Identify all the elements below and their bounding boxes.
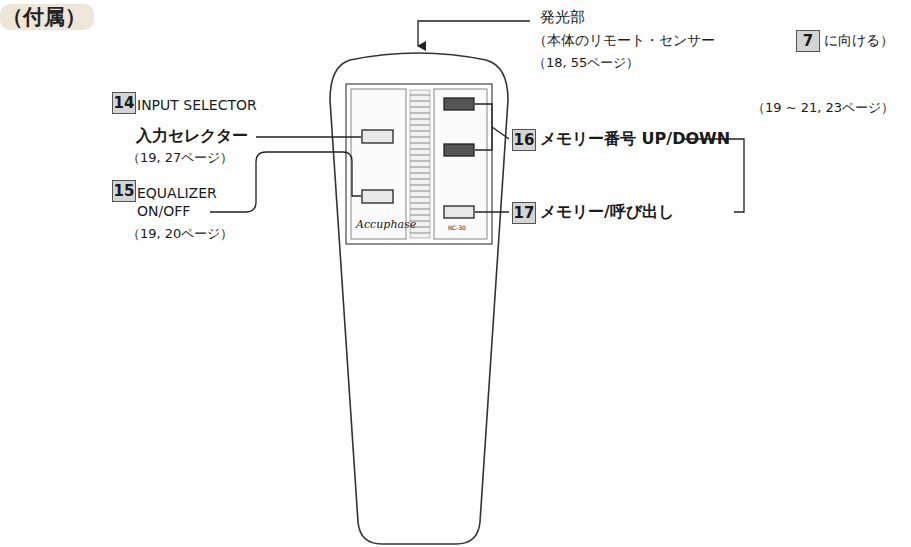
part-label: EQUALIZER — [137, 185, 217, 201]
callout-number: 14 — [112, 92, 136, 114]
part-label: INPUT SELECTOR — [137, 97, 257, 113]
callout-number: 7 — [796, 30, 820, 52]
page-ref: （19, 20ページ） — [127, 227, 233, 242]
part-label: メモリー/呼び出し — [540, 203, 674, 221]
note: に向ける） — [824, 32, 894, 48]
note: （本体のリモート・センサー — [533, 32, 715, 48]
part-label: ON/OFF — [137, 203, 190, 219]
part-label: 発光部 — [540, 9, 585, 26]
page-ref: （19, 27ページ） — [127, 151, 233, 166]
callout-number: 17 — [512, 202, 536, 224]
callout-number: 15 — [112, 180, 136, 202]
model-name: RC-30 — [448, 225, 466, 232]
part-label: 入力セレクター — [136, 127, 248, 145]
page-ref: （18, 55ページ） — [533, 56, 639, 71]
section-heading: （付属） — [0, 4, 94, 30]
page-ref: （19 ~ 21, 23ページ） — [752, 101, 894, 116]
brand-logo: Accuphase — [356, 219, 416, 232]
callout-number: 16 — [512, 129, 536, 151]
part-label: メモリー番号 UP/DOWN — [540, 130, 730, 148]
